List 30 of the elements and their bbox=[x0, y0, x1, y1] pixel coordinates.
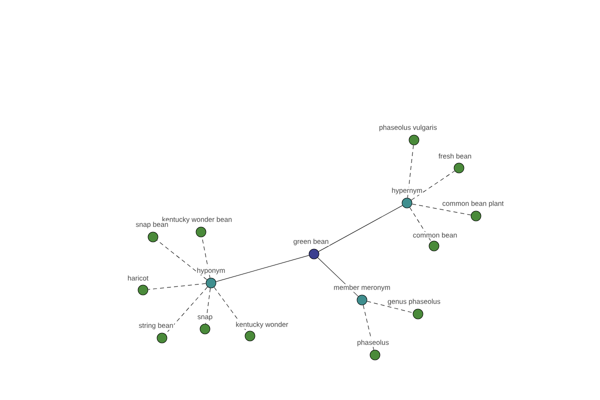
node-circle bbox=[308, 248, 320, 260]
connector-line bbox=[202, 236, 210, 278]
connector-line bbox=[216, 255, 310, 282]
connector-line bbox=[366, 301, 414, 313]
node-circle bbox=[206, 278, 216, 288]
node-circle bbox=[470, 210, 482, 222]
connector-line bbox=[214, 286, 248, 332]
node-circle bbox=[196, 226, 206, 238]
connector-line bbox=[407, 144, 414, 198]
node-circle bbox=[138, 284, 148, 296]
node-circle bbox=[412, 308, 424, 320]
node-circle bbox=[408, 134, 420, 146]
connector-line bbox=[156, 240, 208, 280]
node-circle bbox=[370, 350, 380, 360]
node-circle bbox=[356, 294, 368, 306]
connector-line bbox=[148, 283, 206, 290]
connector-line bbox=[410, 207, 432, 242]
connector-line bbox=[412, 204, 472, 216]
node-circle bbox=[200, 324, 210, 334]
connector-line bbox=[205, 288, 211, 324]
connector-line bbox=[165, 286, 208, 334]
connector-line bbox=[318, 205, 403, 252]
node-circle bbox=[428, 240, 440, 252]
node-circle bbox=[244, 330, 256, 342]
node-circle bbox=[156, 332, 168, 344]
node-circle bbox=[454, 162, 464, 174]
node-circle bbox=[148, 232, 158, 242]
node-circle bbox=[402, 198, 412, 208]
connector-line bbox=[362, 304, 374, 350]
connector-line bbox=[411, 170, 455, 200]
